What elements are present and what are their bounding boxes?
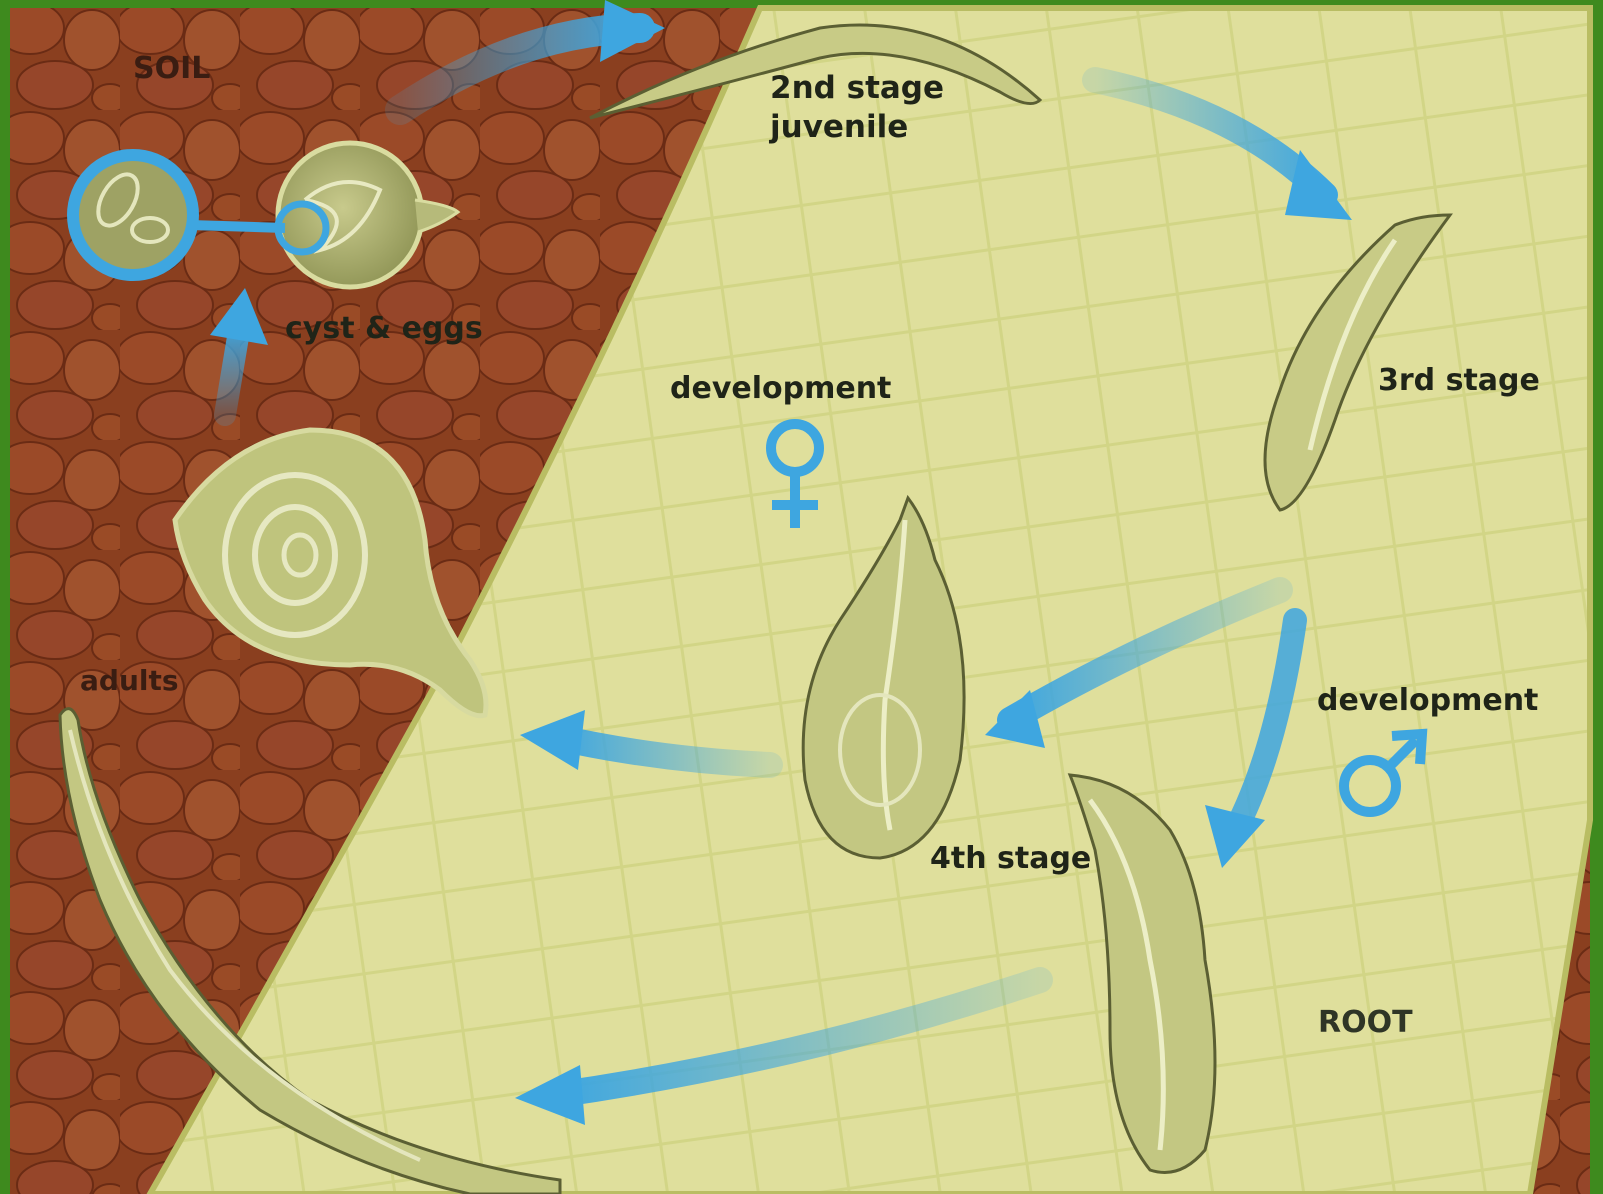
label-development-female: development (670, 371, 891, 406)
label-cyst-eggs: cyst & eggs (285, 311, 483, 346)
label-adults: adults (80, 664, 179, 697)
label-development-male: development (1317, 683, 1538, 718)
label-soil: SOIL (133, 51, 210, 86)
label-fourth-stage: 4th stage (930, 841, 1091, 876)
label-second-stage: 2nd stage (770, 70, 944, 106)
label-third-stage: 3rd stage (1378, 363, 1540, 398)
egg-magnified (73, 155, 193, 275)
zoom-connector (190, 225, 285, 228)
label-root: ROOT (1318, 1005, 1413, 1040)
cyst (278, 143, 422, 287)
label-juvenile: juvenile (768, 109, 908, 145)
